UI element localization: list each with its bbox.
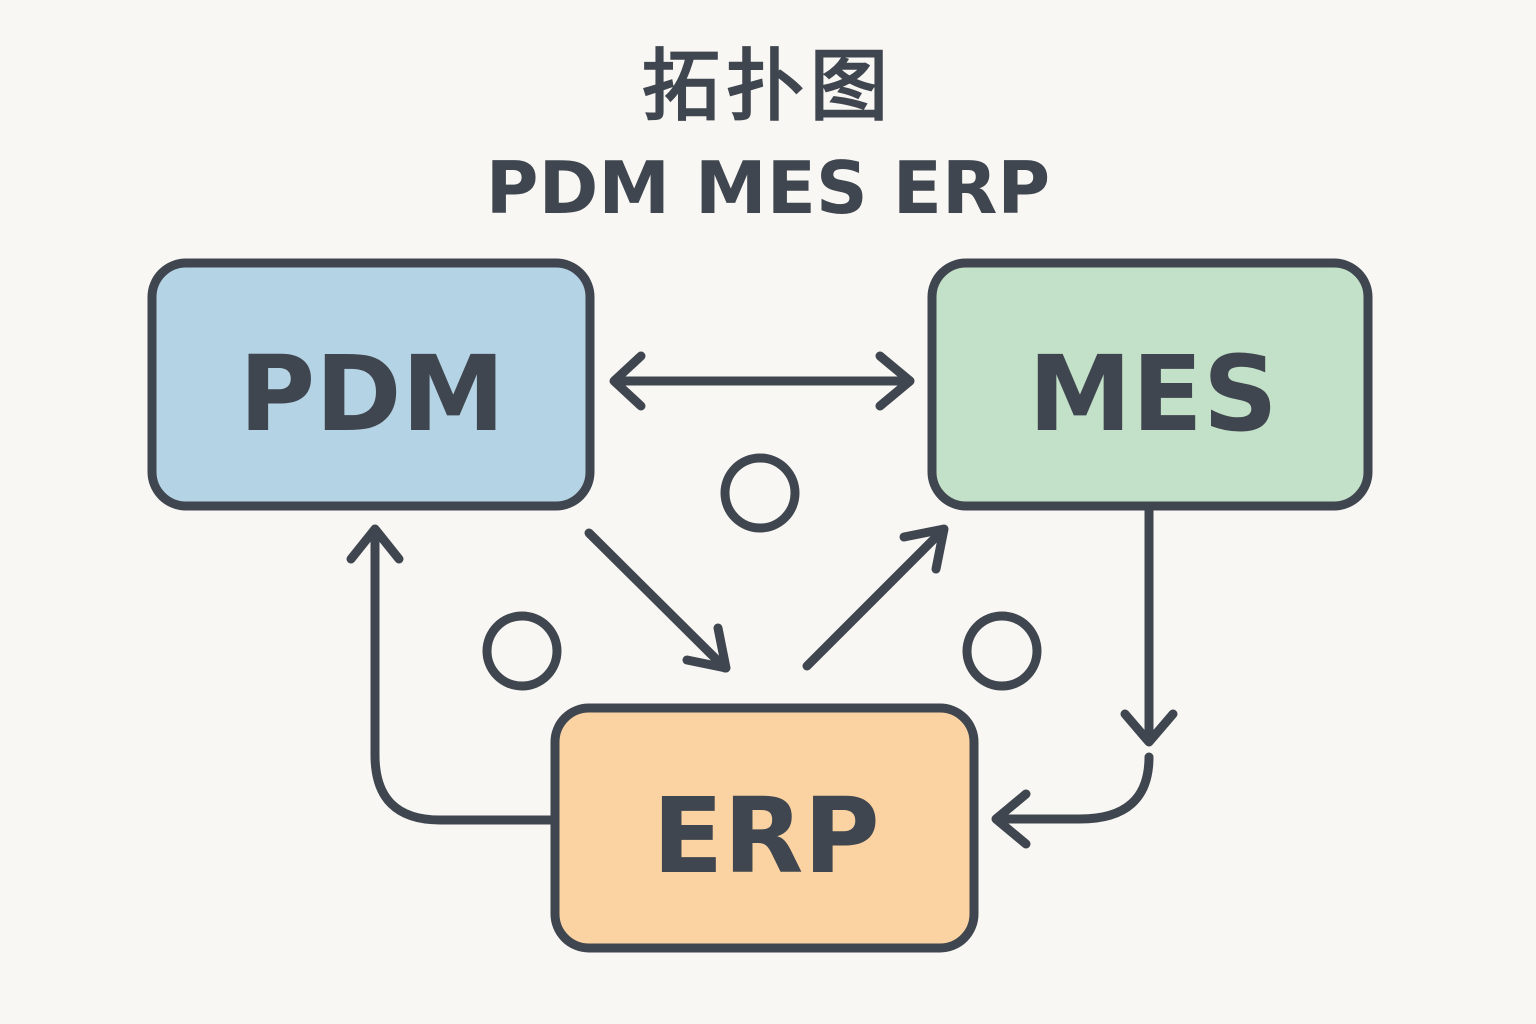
edge-path bbox=[370, 527, 557, 825]
arrowhead-up-icon bbox=[346, 524, 404, 564]
circle-marker-icon bbox=[962, 611, 1042, 691]
node-label: MES bbox=[1028, 333, 1277, 455]
node-mes[interactable]: MES bbox=[927, 258, 1373, 511]
node-label: PDM bbox=[239, 333, 505, 455]
node-label: ERP bbox=[652, 775, 879, 897]
edge-erp-mes bbox=[802, 524, 949, 671]
arrowhead-icon bbox=[682, 623, 731, 673]
edge-path bbox=[993, 752, 1154, 824]
edge-line bbox=[584, 528, 730, 673]
diagram-subtitle: PDM MES ERP bbox=[485, 146, 1051, 230]
arrowhead-icon bbox=[899, 524, 949, 574]
node-erp[interactable]: ERP bbox=[550, 703, 979, 953]
node-box bbox=[147, 258, 595, 511]
arrowhead-right-icon bbox=[875, 351, 915, 411]
arrowhead-left-icon bbox=[609, 351, 646, 411]
node-box bbox=[927, 258, 1373, 511]
edge-pdm-mes bbox=[609, 351, 915, 411]
circle-marker-icon bbox=[720, 453, 800, 533]
arrowhead-down-icon bbox=[1120, 709, 1178, 747]
circle-marker-icon bbox=[482, 611, 562, 691]
edge-pdm-erp bbox=[584, 528, 731, 673]
node-pdm[interactable]: PDM bbox=[147, 258, 595, 511]
edge-erp-pdm bbox=[346, 524, 557, 825]
edge-line bbox=[802, 525, 948, 671]
node-box bbox=[550, 703, 979, 953]
edge-mes-erp bbox=[991, 505, 1178, 849]
arrowhead-left-icon bbox=[991, 789, 1031, 849]
diagram-title: 拓扑图 bbox=[641, 42, 894, 132]
